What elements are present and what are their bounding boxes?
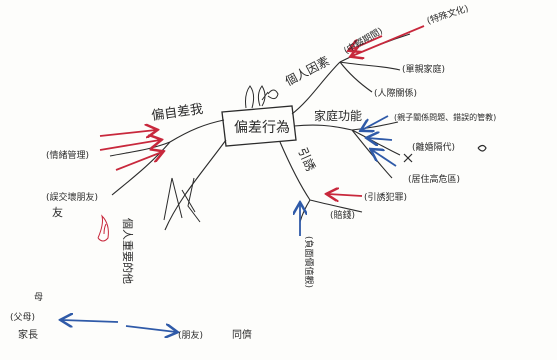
label-personal-factors: 個人因素 <box>283 54 332 89</box>
person-doodle-icon <box>245 85 279 109</box>
label-mistakes-sub: 友 <box>52 205 63 219</box>
label-deviant-self: 偏自差我 <box>150 102 204 124</box>
label-father-mother-sub: 家長 <box>18 328 38 341</box>
label-parent-child: (親子關係問題、錯誤的管教) <box>394 112 496 122</box>
label-family-function: 家庭功能 <box>314 108 362 123</box>
figure-doodle-icon <box>163 177 201 223</box>
label-friend-sub: 同儕 <box>232 328 252 341</box>
label-friend: (朋友) <box>178 329 203 341</box>
label-money: (賠錢) <box>330 209 355 221</box>
label-special-culture: (特殊文化) <box>425 2 470 27</box>
label-residence: (居住高危區) <box>408 173 460 185</box>
label-emotion: (情緒管理) <box>46 149 89 161</box>
arrows <box>62 25 487 332</box>
central-label: 偏差行為 <box>234 120 290 136</box>
central-node: 偏差行為 <box>221 85 297 147</box>
label-attraction: 引誘 <box>295 146 318 174</box>
label-divorce: (離婚隔代) <box>412 141 455 153</box>
label-father-mother-top: 母 <box>34 292 43 303</box>
label-mistakes: (誤交壞朋友) <box>46 191 98 203</box>
label-negative: (負面價值觀) <box>303 236 315 288</box>
label-temptation: (引誘犯罪) <box>364 191 407 203</box>
label-mediating-other: 個人重要的他 <box>121 218 135 284</box>
flame-doodle-icon <box>97 214 109 242</box>
label-interpersonal: (人際關係) <box>374 87 417 99</box>
label-father-mother: (父母) <box>10 312 35 323</box>
label-single-parent: (單親家庭) <box>402 63 445 75</box>
